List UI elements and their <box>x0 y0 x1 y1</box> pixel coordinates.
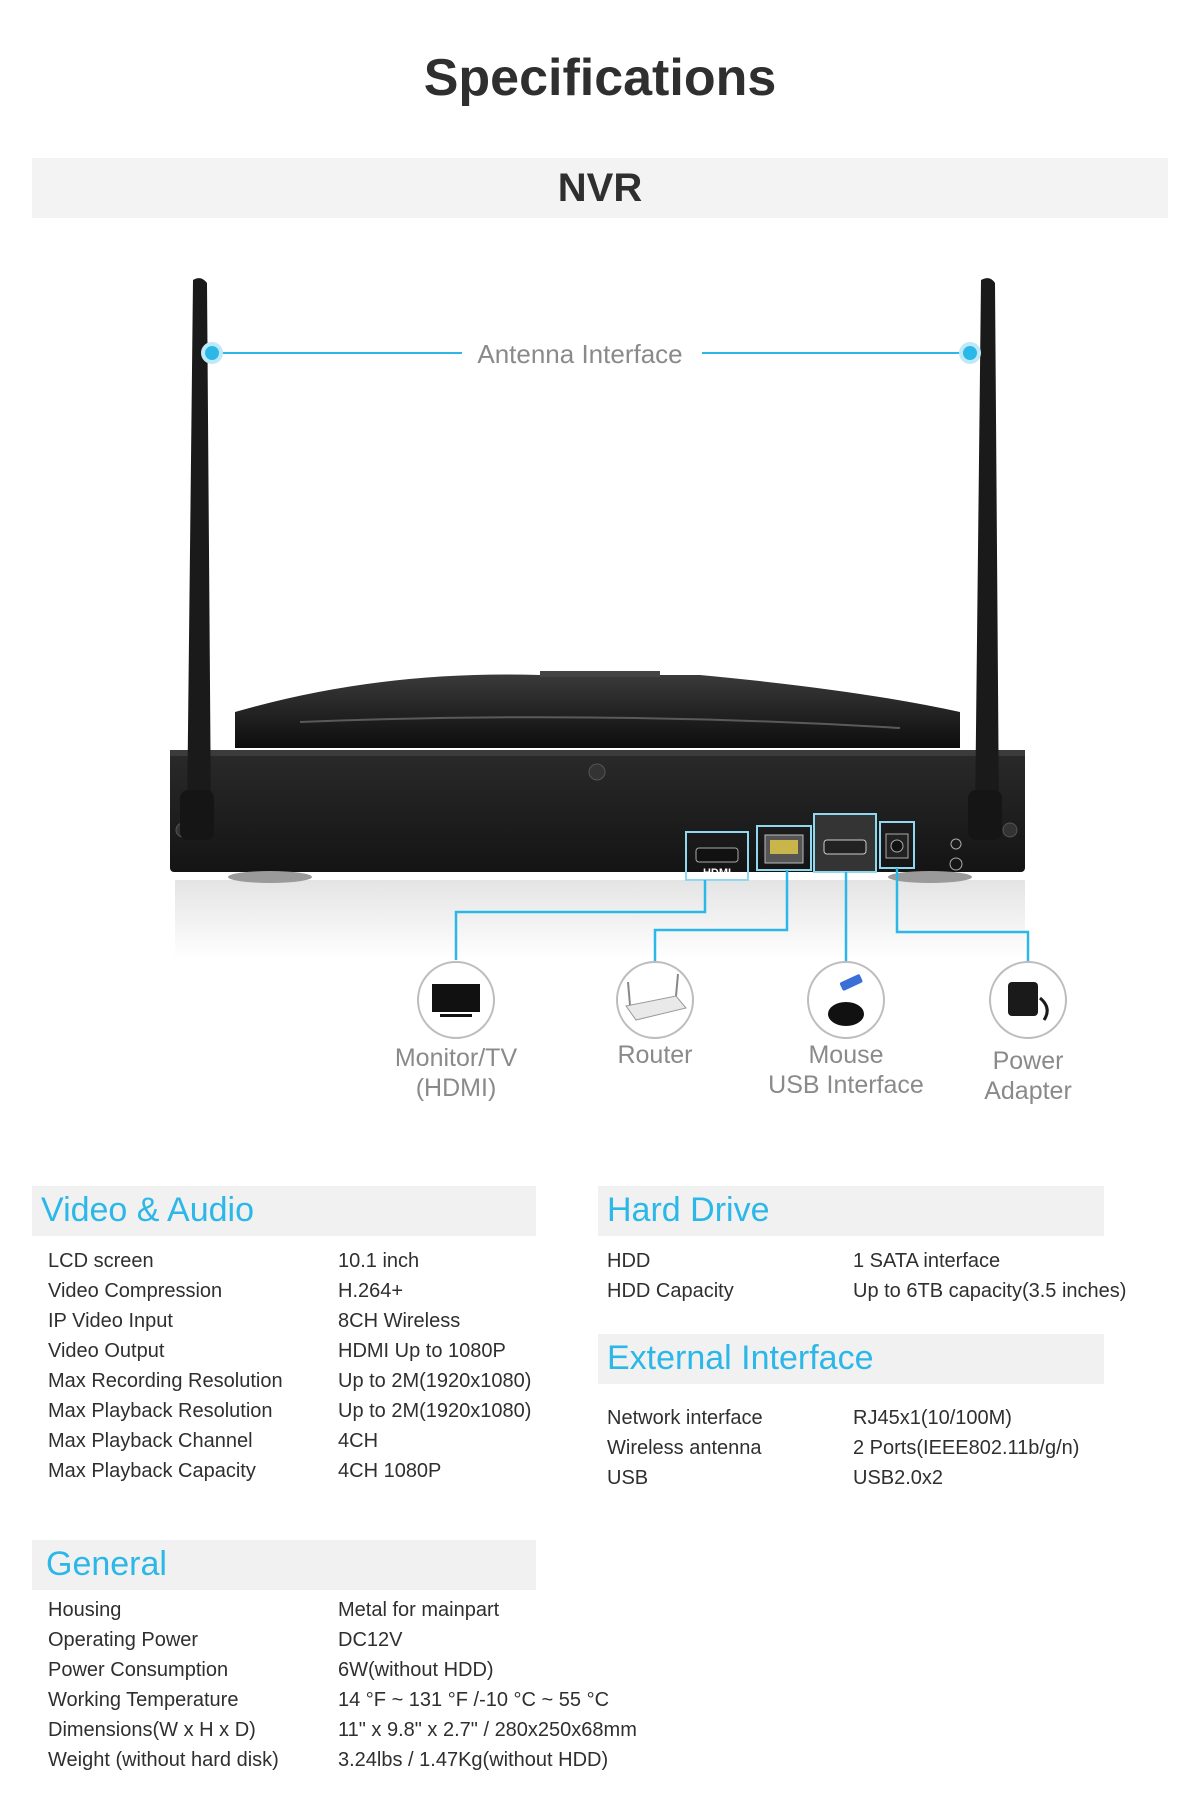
spec-row: Video Output HDMI Up to 1080P <box>48 1336 531 1366</box>
port-label-mouse: Mouse USB Interface <box>768 1041 924 1099</box>
nvr-device-illustration: HDMI <box>170 278 1067 1039</box>
mouse-icon <box>828 1002 864 1026</box>
hdmi-marking: HDMI <box>703 867 731 879</box>
port-label-monitor: Monitor/TV (HDMI) <box>394 1044 518 1102</box>
hard-drive-spec-list: HDD 1 SATA interface HDD Capacity Up to 6T… <box>607 1246 1126 1306</box>
spec-key: Max Playback Resolution <box>48 1399 273 1422</box>
video-audio-spec-list: LCD screen 10.1 inch Video Compression H.2… <box>48 1246 531 1486</box>
spec-key: Max Playback Capacity <box>48 1459 256 1482</box>
spec-key: HDD <box>607 1249 651 1272</box>
mouse-circle <box>807 961 885 1039</box>
spec-value: 2 Ports(IEEE802.11b/g/n) <box>853 1436 1080 1459</box>
page-title: Specifications <box>423 49 777 107</box>
spec-value: Up to 6TB capacity(3.5 inches) <box>853 1279 1127 1302</box>
spec-value: Up to 2M(1920x1080) <box>338 1399 532 1422</box>
spec-value: 10.1 inch <box>338 1249 420 1272</box>
spec-value: 6W(without HDD) <box>338 1658 494 1681</box>
spec-row: Power Consumption 6W(without HDD) <box>48 1655 637 1685</box>
spec-value: 14 °F ~ 131 °F /-10 °C ~ 55 °C <box>338 1688 610 1711</box>
spec-value: HDMI Up to 1080P <box>338 1339 506 1362</box>
hard-drive-title: Hard Drive <box>607 1191 770 1229</box>
spec-row: HDD Capacity Up to 6TB capacity(3.5 inche… <box>607 1276 1126 1306</box>
spec-key: Working Temperature <box>48 1688 239 1711</box>
spec-key: Network interface <box>607 1406 763 1429</box>
spec-key: Dimensions(W x H x D) <box>48 1718 256 1741</box>
section-band <box>32 158 1168 218</box>
spec-row: Working Temperature 14 °F ~ 131 °F /-10 °… <box>48 1685 637 1715</box>
spec-value: DC12V <box>338 1628 403 1651</box>
spec-key: Max Playback Channel <box>48 1429 253 1452</box>
external-interface-spec-list: Network interface RJ45x1(10/100M) Wireles… <box>607 1403 1079 1493</box>
spec-key: HDD Capacity <box>607 1279 734 1302</box>
video-audio-title: Video & Audio <box>41 1191 254 1229</box>
spec-key: LCD screen <box>48 1249 154 1272</box>
spec-value: 11" x 9.8" x 2.7" / 280x250x68mm <box>338 1718 637 1741</box>
left-antenna-marker <box>201 342 223 364</box>
spec-row: Housing Metal for mainpart <box>48 1595 637 1625</box>
video-audio-header-band <box>32 1186 536 1236</box>
spec-row: Max Playback Resolution Up to 2M(1920x108… <box>48 1396 531 1426</box>
spec-value: RJ45x1(10/100M) <box>853 1406 1012 1429</box>
right-antenna <box>975 278 999 821</box>
hdmi-port <box>685 831 749 881</box>
spec-key: USB <box>607 1466 649 1489</box>
spec-value: H.264+ <box>338 1279 404 1302</box>
spec-value: 4CH 1080P <box>338 1459 442 1482</box>
spec-row: Max Recording Resolution Up to 2M(1920x10… <box>48 1366 531 1396</box>
device-lid <box>235 674 960 748</box>
spec-row: HDD 1 SATA interface <box>607 1246 1126 1276</box>
spec-row: Network interface RJ45x1(10/100M) <box>607 1403 1079 1433</box>
spec-key: Wireless antenna <box>607 1436 762 1459</box>
spec-key: Max Recording Resolution <box>48 1369 283 1392</box>
nvr-connection-figure: HDMI <box>0 250 1200 1130</box>
external-interface-header-band <box>598 1334 1104 1384</box>
spec-value: 8CH Wireless <box>338 1309 461 1332</box>
spec-key: Video Compression <box>48 1279 223 1302</box>
rj45-port <box>756 825 812 871</box>
monitor-icon <box>432 984 480 1012</box>
general-header-band <box>32 1540 536 1590</box>
spec-row: USB USB2.0x2 <box>607 1463 1079 1493</box>
general-title: General <box>46 1545 167 1583</box>
spec-row: Operating Power DC12V <box>48 1625 637 1655</box>
general-spec-list: Housing Metal for mainpart Operating Powe… <box>48 1595 637 1775</box>
section-title: NVR <box>557 166 643 210</box>
spec-value: 4CH <box>338 1429 379 1452</box>
spec-row: IP Video Input 8CH Wireless <box>48 1306 531 1336</box>
spec-value: USB2.0x2 <box>853 1466 944 1489</box>
spec-row: Max Playback Channel 4CH <box>48 1426 531 1456</box>
spec-row: Max Playback Capacity 4CH 1080P <box>48 1456 531 1486</box>
right-antenna-marker <box>959 342 981 364</box>
spec-row: Video Compression H.264+ <box>48 1276 531 1306</box>
spec-value: Metal for mainpart <box>338 1598 500 1621</box>
spec-key: Weight (without hard disk) <box>48 1748 279 1771</box>
external-interface-title: External Interface <box>607 1339 874 1377</box>
spec-value: Up to 2M(1920x1080) <box>338 1369 532 1392</box>
device-reflection <box>175 880 1025 960</box>
spec-key: Housing <box>48 1598 122 1621</box>
hard-drive-header-band <box>598 1186 1104 1236</box>
spec-key: Operating Power <box>48 1628 199 1651</box>
spec-key: Video Output <box>48 1339 165 1362</box>
port-label-power: Power Adapter <box>984 1047 1072 1105</box>
spec-value: 3.24lbs / 1.47Kg(without HDD) <box>338 1748 609 1771</box>
power-adapter-icon <box>1008 982 1038 1016</box>
spec-value: 1 SATA interface <box>853 1249 1001 1272</box>
port-label-router: Router <box>617 1041 693 1069</box>
left-antenna <box>187 278 211 821</box>
spec-row: Weight (without hard disk) 3.24lbs / 1.47… <box>48 1745 637 1775</box>
spec-key: IP Video Input <box>48 1309 173 1332</box>
antenna-interface-label: Antenna Interface <box>477 339 683 369</box>
spec-row: LCD screen 10.1 inch <box>48 1246 531 1276</box>
spec-row: Dimensions(W x H x D) 11" x 9.8" x 2.7" /… <box>48 1715 637 1745</box>
spec-key: Power Consumption <box>48 1658 229 1681</box>
router-icon <box>625 995 687 1021</box>
spec-row: Wireless antenna 2 Ports(IEEE802.11b/g/n) <box>607 1433 1079 1463</box>
